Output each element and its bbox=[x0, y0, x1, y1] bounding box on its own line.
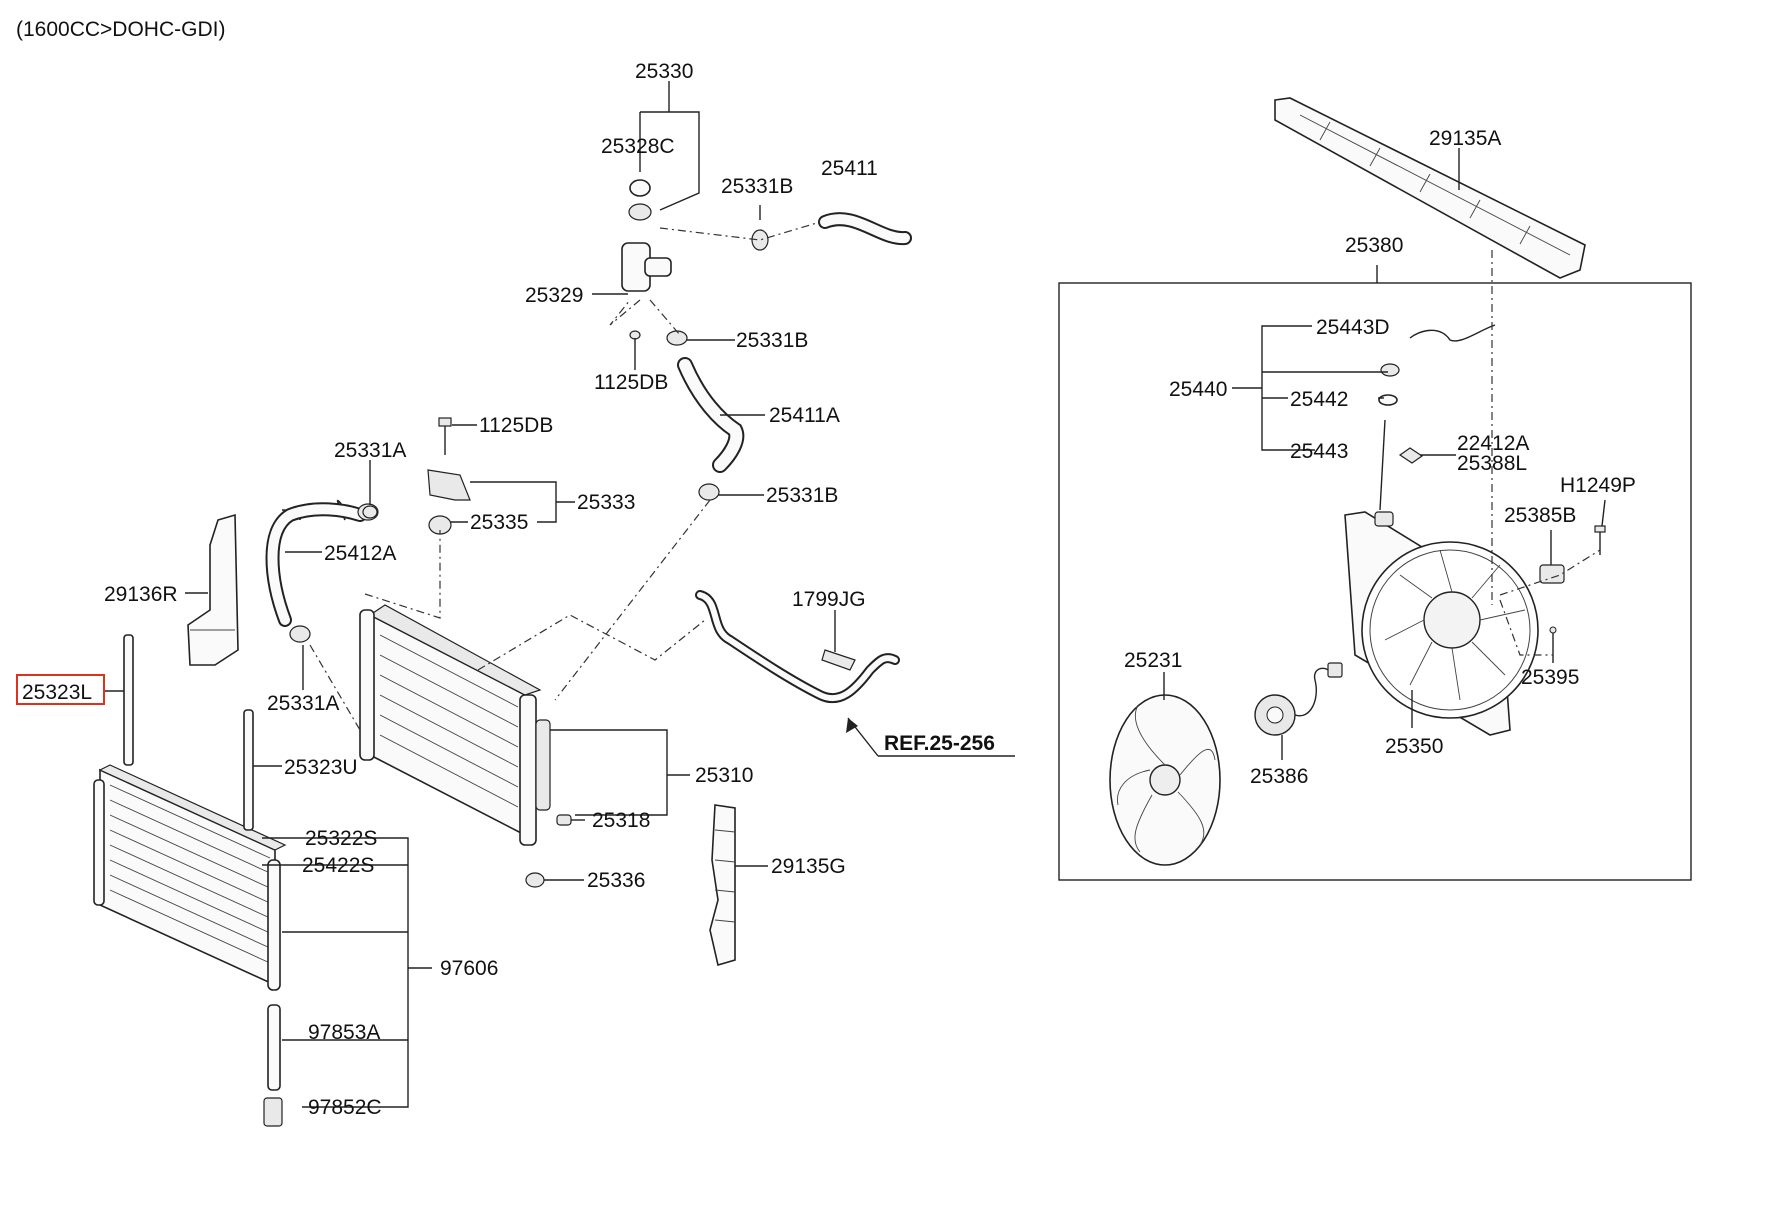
resistor-25385B-illustration bbox=[1539, 564, 1565, 584]
wiring-harness-25443-illustration bbox=[1378, 324, 1496, 511]
part-label-29136R[interactable]: 29136R bbox=[104, 583, 178, 606]
hose-25412A-illustration bbox=[265, 499, 379, 643]
part-label-25422S[interactable]: 25422S bbox=[302, 854, 374, 877]
part-number-labels: 25330 25328C 25411 25331B 25329 25331B 1… bbox=[22, 60, 1636, 1119]
radiator-illustration bbox=[359, 604, 551, 846]
part-label-25333[interactable]: 25333 bbox=[577, 491, 635, 514]
part-label-25331A-lower[interactable]: 25331A bbox=[267, 692, 339, 715]
part-label-25443[interactable]: 25443 bbox=[1290, 440, 1348, 463]
shroud-25350-illustration bbox=[1344, 511, 1539, 736]
part-label-25380[interactable]: 25380 bbox=[1345, 234, 1403, 257]
part-label-25350[interactable]: 25350 bbox=[1385, 735, 1443, 758]
hose-25411-illustration bbox=[818, 212, 912, 246]
part-label-25336[interactable]: 25336 bbox=[587, 869, 645, 892]
part-label-25323L[interactable]: 25323L bbox=[22, 681, 92, 704]
part-label-25231[interactable]: 25231 bbox=[1124, 649, 1182, 672]
dashed-guide-lines bbox=[309, 221, 1601, 731]
part-label-25318[interactable]: 25318 bbox=[592, 809, 650, 832]
leader-lines bbox=[104, 81, 1606, 1108]
screw-H1249P-illustration bbox=[1594, 525, 1606, 555]
part-label-29135A[interactable]: 29135A bbox=[1429, 127, 1501, 150]
part-label-25331B-upper[interactable]: 25331B bbox=[721, 175, 793, 198]
selected-part-highlight bbox=[16, 674, 105, 705]
receiver-drier-illustration bbox=[263, 1004, 283, 1127]
part-label-25331A-upper[interactable]: 25331A bbox=[334, 439, 406, 462]
reference-link[interactable]: REF.25-256 bbox=[884, 732, 995, 755]
fan-assembly-box-25380 bbox=[1058, 282, 1692, 881]
part-label-1125DB-upper[interactable]: 1125DB bbox=[594, 371, 668, 394]
part-label-97606[interactable]: 97606 bbox=[440, 957, 498, 980]
part-label-25329[interactable]: 25329 bbox=[525, 284, 583, 307]
part-label-25385B[interactable]: 25385B bbox=[1504, 504, 1576, 527]
part-label-25386[interactable]: 25386 bbox=[1250, 765, 1308, 788]
part-label-25335[interactable]: 25335 bbox=[470, 511, 528, 534]
part-label-25395[interactable]: 25395 bbox=[1521, 666, 1579, 689]
part-label-25328C[interactable]: 25328C bbox=[601, 135, 675, 158]
hose-25411A-illustration bbox=[677, 357, 745, 473]
part-label-22412A[interactable]: 22412A bbox=[1457, 432, 1529, 455]
part-label-25331B-middle[interactable]: 25331B bbox=[736, 329, 808, 352]
part-label-25322S[interactable]: 25322S bbox=[305, 827, 377, 850]
part-label-25310[interactable]: 25310 bbox=[695, 764, 753, 787]
engine-spec-label: (1600CC>DOHC-GDI) bbox=[16, 18, 225, 41]
bracket-25333-illustration bbox=[427, 469, 471, 501]
part-label-H1249P[interactable]: H1249P bbox=[1560, 474, 1636, 497]
part-label-25440[interactable]: 25440 bbox=[1169, 378, 1227, 401]
seal-strip-25323U-illustration bbox=[243, 709, 254, 831]
hose-assembly-ref-25-256-illustration bbox=[695, 590, 900, 704]
part-label-25442[interactable]: 25442 bbox=[1290, 388, 1348, 411]
mount-bushing-25336-illustration bbox=[525, 872, 545, 888]
part-label-25443D[interactable]: 25443D bbox=[1316, 316, 1390, 339]
part-label-97852C[interactable]: 97852C bbox=[308, 1096, 382, 1119]
condenser-illustration bbox=[93, 764, 287, 991]
part-label-25411A[interactable]: 25411A bbox=[769, 404, 840, 427]
filler-neck-25329-illustration bbox=[621, 179, 672, 292]
part-label-25331B-lower[interactable]: 25331B bbox=[766, 484, 838, 507]
part-label-25411[interactable]: 25411 bbox=[821, 157, 878, 180]
upper-cover-29135A-illustration bbox=[1274, 97, 1586, 279]
part-label-25388L[interactable]: 25388L bbox=[1457, 452, 1527, 475]
fan-blade-25231-illustration bbox=[1109, 694, 1221, 866]
seal-strip-25323L-illustration bbox=[123, 634, 134, 766]
part-label-25412A[interactable]: 25412A bbox=[324, 542, 396, 565]
drain-plug-25318-illustration bbox=[556, 814, 572, 826]
air-guard-29135G-illustration bbox=[709, 804, 736, 967]
part-label-29135G[interactable]: 29135G bbox=[771, 855, 846, 878]
clip-25395-illustration bbox=[1549, 626, 1557, 650]
part-label-25323U[interactable]: 25323U bbox=[284, 756, 358, 779]
part-label-25330[interactable]: 25330 bbox=[635, 60, 693, 83]
fan-motor-25386-illustration bbox=[1254, 662, 1343, 736]
part-label-97853A[interactable]: 97853A bbox=[308, 1021, 380, 1044]
bolt-1125DB-illustration bbox=[438, 417, 452, 455]
air-guard-29136R-illustration bbox=[187, 513, 239, 666]
part-label-1125DB-lower[interactable]: 1125DB bbox=[479, 414, 553, 437]
part-label-1799JG[interactable]: 1799JG bbox=[792, 588, 866, 611]
clamps-illustration bbox=[362, 229, 769, 519]
